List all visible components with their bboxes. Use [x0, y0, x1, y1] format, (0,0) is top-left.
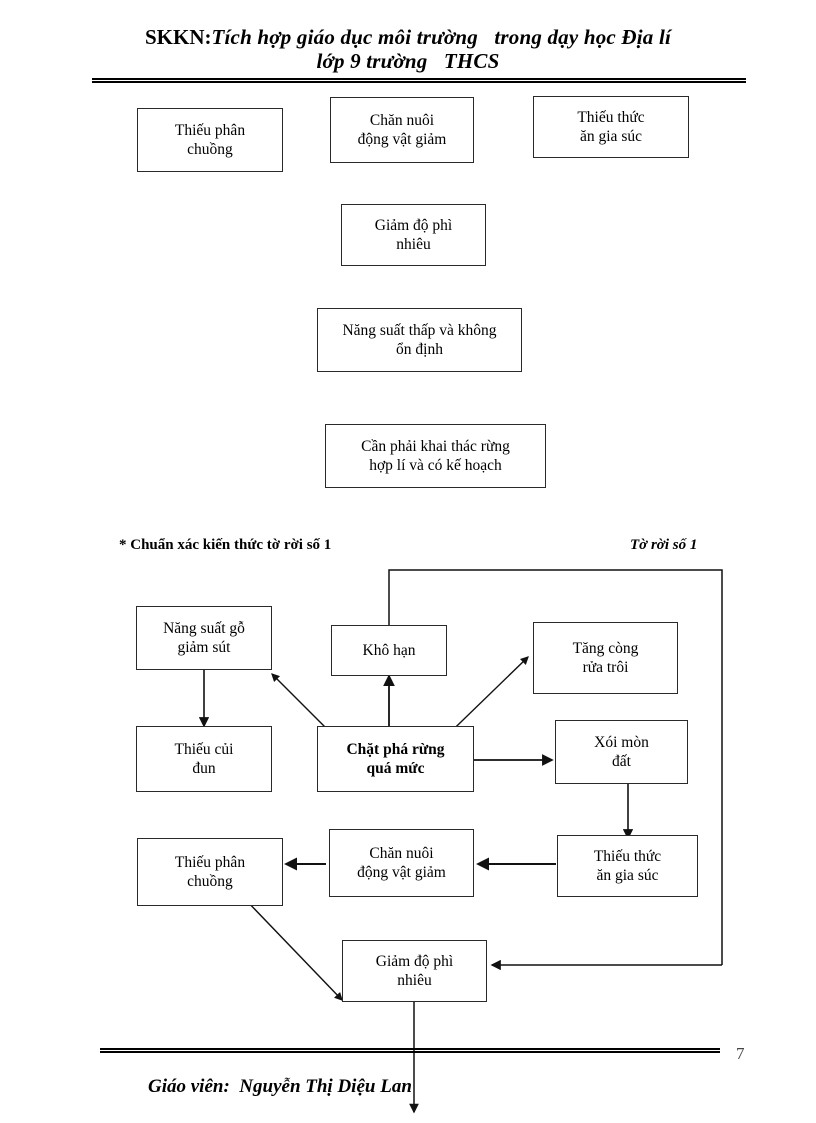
box-can-phai-khai-thac-rung: Cần phải khai thác rừng hợp lí và có kế … — [325, 424, 546, 488]
box-label: Thiếu củi đun — [174, 740, 234, 777]
section-label-left: * Chuẩn xác kiến thức tờ rời số 1 — [119, 537, 332, 553]
box-label: Giảm độ phì nhiêu — [374, 216, 453, 253]
box-label: Thiếu thức ăn gia súc — [577, 108, 645, 145]
box-nang-suat-thap: Năng suất thấp và không ổn định — [317, 308, 522, 372]
box-label: Giảm độ phì nhiêu — [375, 952, 454, 989]
box-label: Tăng còng rửa trôi — [572, 639, 639, 676]
box-chat-pha-rung-qua-muc: Chặt phá rừng quá mức — [317, 726, 474, 792]
box-label: Chăn nuôi động vật giảm — [357, 111, 447, 148]
box-thieu-thuc-an-gia-suc-2: Thiếu thức ăn gia súc — [557, 835, 698, 897]
box-label: Năng suất gỗ giảm sút — [163, 619, 245, 656]
box-tang-cong-rua-troi: Tăng còng rửa trôi — [533, 622, 678, 694]
box-kho-han: Khô hạn — [331, 625, 447, 676]
box-thieu-cui-dun: Thiếu củi đun — [136, 726, 272, 792]
box-giam-do-phi-nhieu: Giảm độ phì nhiêu — [341, 204, 486, 266]
box-label: Chặt phá rừng quá mức — [346, 740, 445, 777]
box-label: Cần phải khai thác rừng hợp lí và có kế … — [361, 437, 510, 474]
box-nang-suat-go-giam-sut: Năng suất gỗ giảm sút — [136, 606, 272, 670]
box-label: Năng suất thấp và không ổn định — [342, 321, 497, 358]
box-label: Thiếu phân chuồng — [174, 853, 246, 890]
page-number: 7 — [736, 1044, 745, 1063]
section-label-right: Tờ rời số 1 — [630, 537, 698, 553]
header-line-1: SKKN:Tích hợp giáo dục môi trường trong … — [0, 25, 816, 50]
box-label: Thiếu phân chuồng — [174, 121, 246, 158]
header-title-main: Tích hợp giáo dục môi trường trong dạy h… — [211, 25, 672, 49]
box-xoi-mon-dat: Xói mòn đất — [555, 720, 688, 784]
box-label: Khô hạn — [362, 641, 416, 659]
footer-teacher-name: Giáo viên: Nguyễn Thị Diệu Lan — [148, 1076, 412, 1097]
header-line-2: lớp 9 trường THCS — [316, 48, 500, 73]
box-label: Thiếu thức ăn gia súc — [593, 847, 662, 884]
header-divider — [92, 78, 746, 83]
box-thieu-phan-chuong: Thiếu phân chuồng — [137, 108, 283, 172]
box-chan-nuoi-dong-vat-giam-2: Chăn nuôi động vật giảm — [329, 829, 474, 897]
box-label: Chăn nuôi động vật giảm — [357, 844, 446, 881]
header-prefix: SKKN: — [144, 25, 212, 49]
box-giam-do-phi-nhieu-2: Giảm độ phì nhiêu — [342, 940, 487, 1002]
document-header: SKKN:Tích hợp giáo dục môi trường trong … — [0, 25, 816, 73]
box-thieu-thuc-an-gia-suc: Thiếu thức ăn gia súc — [533, 96, 689, 158]
box-label: Xói mòn đất — [594, 733, 649, 770]
box-chan-nuoi-dong-vat-giam: Chăn nuôi động vật giảm — [330, 97, 474, 163]
box-thieu-phan-chuong-2: Thiếu phân chuồng — [137, 838, 283, 906]
footer-divider — [100, 1048, 720, 1053]
